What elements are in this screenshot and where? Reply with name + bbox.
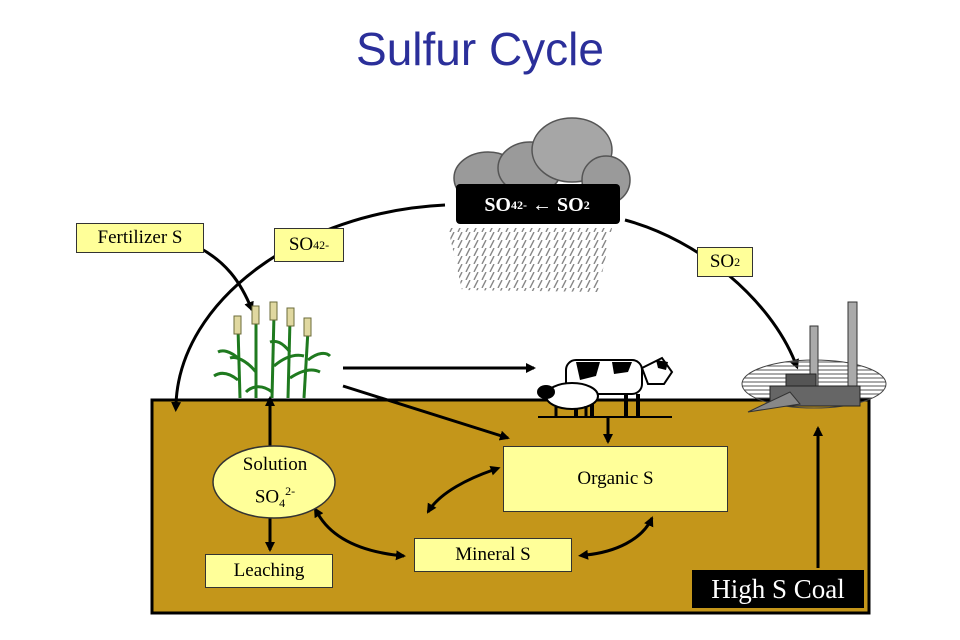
high-s-coal-label: High S Coal: [711, 573, 845, 604]
leaching-box: Leaching: [205, 554, 333, 588]
solution-ellipse: [212, 445, 336, 519]
organic-s-box: Organic S: [503, 446, 728, 512]
fertilizer-label-text: Fertilizer S: [97, 227, 183, 248]
rain-cloud-icon: [448, 117, 631, 292]
corn-plant-icon: [213, 301, 332, 399]
solution-label-line1: Solution: [242, 454, 308, 475]
power-plant-icon: [741, 301, 887, 413]
cloud-so2-sub: 2: [583, 197, 590, 212]
mineral-organic-arrow: [578, 516, 654, 560]
organic-solution-arrow: [426, 465, 501, 514]
so2-label-base: SO: [709, 251, 735, 272]
plant-to-organic-arrow: [342, 384, 510, 441]
high-s-coal-box: High S Coal: [692, 570, 864, 608]
sheep-icon: [537, 382, 599, 416]
solution-label: Solution SO42-: [212, 452, 338, 518]
solution-so4-sup: 2-: [285, 484, 296, 498]
solution-label-line2: SO42-: [212, 478, 338, 516]
organic-s-label: Organic S: [577, 468, 654, 489]
so2-label-sub: 2: [734, 254, 741, 269]
page-title: Sulfur Cycle: [356, 23, 604, 75]
mineral-s-box: Mineral S: [414, 538, 572, 572]
so4-label-sub: 4: [313, 237, 320, 252]
fertilizer-label: Fertilizer S: [76, 223, 204, 253]
cloud-so4-base: SO: [484, 193, 511, 216]
atmosphere-arc-left: [171, 203, 446, 412]
cloud-arrow-icon: ←: [532, 193, 552, 216]
so4-label-sup: 2-: [319, 237, 330, 252]
solution-mineral-arrow: [313, 507, 406, 561]
fertilizer-arrow: [199, 246, 254, 312]
cloud-so2-base: SO: [557, 193, 584, 216]
solution-so4-base: SO: [254, 486, 280, 508]
cloud-so4-sup: 2-: [517, 197, 527, 212]
leaching-label: Leaching: [233, 560, 305, 581]
cloud-so4-sub: 4: [511, 197, 517, 212]
mineral-s-label: Mineral S: [455, 544, 531, 565]
so4-label-base: SO: [288, 234, 314, 255]
solution-so4-sub: 4: [279, 496, 286, 511]
atmosphere-arc-right: [624, 218, 799, 370]
